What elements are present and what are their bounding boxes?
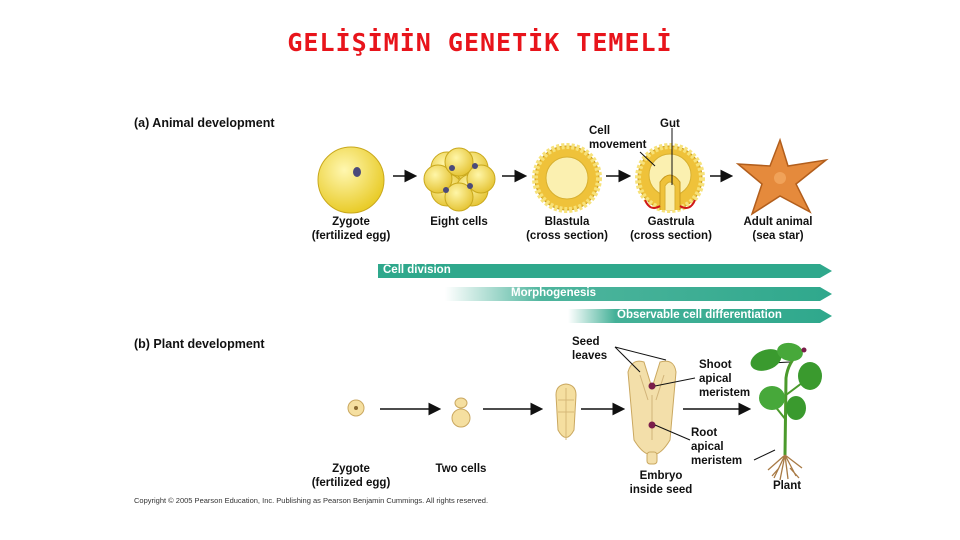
plant-proembryo-illustration — [555, 383, 577, 440]
animal-stage-blastula-label: Blastula (cross section) — [516, 215, 618, 243]
stage-label-line: Zygote — [332, 463, 370, 475]
callout-line: apical — [699, 373, 732, 385]
plant-stage-embryo-label: Embryo inside seed — [616, 469, 706, 497]
mature-plant-illustration — [750, 342, 822, 481]
stage-label-line: Embryo — [639, 470, 683, 482]
morphogenesis-band — [445, 287, 832, 301]
stage-label-line: (fertilized egg) — [311, 230, 391, 242]
shoot-meristem-callout: Shoot apical meristem — [699, 358, 750, 400]
callout-line: Cell — [589, 125, 611, 137]
callout-line: Seed — [572, 336, 600, 348]
stage-label-line: (cross section) — [526, 230, 608, 242]
morphogenesis-label: Morphogenesis — [511, 287, 596, 299]
callout-line: movement — [589, 139, 647, 151]
copyright-notice: Copyright © 2005 Pearson Education, Inc.… — [134, 496, 489, 505]
animal-section-heading: (a) Animal development — [134, 116, 275, 130]
callout-line: meristem — [691, 455, 743, 467]
blastula-illustration — [532, 143, 602, 213]
stage-label-line: inside seed — [629, 484, 693, 496]
animal-zygote-illustration — [317, 146, 385, 214]
animal-stage-zygote-label: Zygote (fertilized egg) — [301, 215, 401, 243]
stage-label-line: Plant — [772, 480, 802, 492]
embryo-in-seed-illustration — [627, 360, 677, 465]
page-title: GELİŞİMİN GENETİK TEMELİ — [287, 28, 673, 57]
callout-line: leaves — [572, 350, 608, 362]
stage-label-line: Gastrula — [647, 216, 695, 228]
stage-label-line: Adult animal — [743, 216, 813, 228]
gastrula-illustration — [635, 128, 705, 213]
animal-stage-eight-cells-label: Eight cells — [414, 215, 504, 229]
animal-stage-adult-label: Adult animal (sea star) — [730, 215, 826, 243]
differentiation-band — [568, 309, 832, 323]
cell-movement-callout: Cell movement — [589, 124, 647, 152]
plant-stage-zygote-label: Zygote (fertilized egg) — [301, 462, 401, 490]
callout-line: apical — [691, 441, 724, 453]
seed-leaves-callout: Seed leaves — [572, 335, 607, 363]
callout-line: meristem — [699, 387, 751, 399]
callout-line: Root — [691, 427, 718, 439]
stage-label-line: (cross section) — [630, 230, 712, 242]
root-meristem-callout: Root apical meristem — [691, 426, 742, 468]
gut-callout: Gut — [660, 118, 680, 130]
cell-division-band — [378, 264, 832, 278]
plant-zygote-illustration — [347, 399, 365, 417]
stage-label-line: Zygote — [332, 216, 370, 228]
eight-cells-illustration — [423, 147, 496, 212]
stage-label-line: Eight cells — [430, 216, 488, 228]
plant-stage-two-cells-label: Two cells — [416, 462, 506, 476]
stage-label-line: Blastula — [544, 216, 590, 228]
sea-star-illustration — [735, 137, 829, 216]
plant-two-cells-illustration — [451, 397, 471, 428]
differentiation-label: Observable cell differentiation — [617, 309, 782, 321]
plant-stage-plant-label: Plant — [762, 479, 812, 493]
stage-label-line: Two cells — [435, 463, 487, 475]
callout-line: Shoot — [699, 359, 732, 371]
cell-division-label: Cell division — [383, 264, 451, 276]
stage-label-line: (fertilized egg) — [311, 477, 391, 489]
animal-stage-gastrula-label: Gastrula (cross section) — [620, 215, 722, 243]
stage-label-line: (sea star) — [752, 230, 804, 242]
plant-section-heading: (b) Plant development — [134, 337, 265, 351]
